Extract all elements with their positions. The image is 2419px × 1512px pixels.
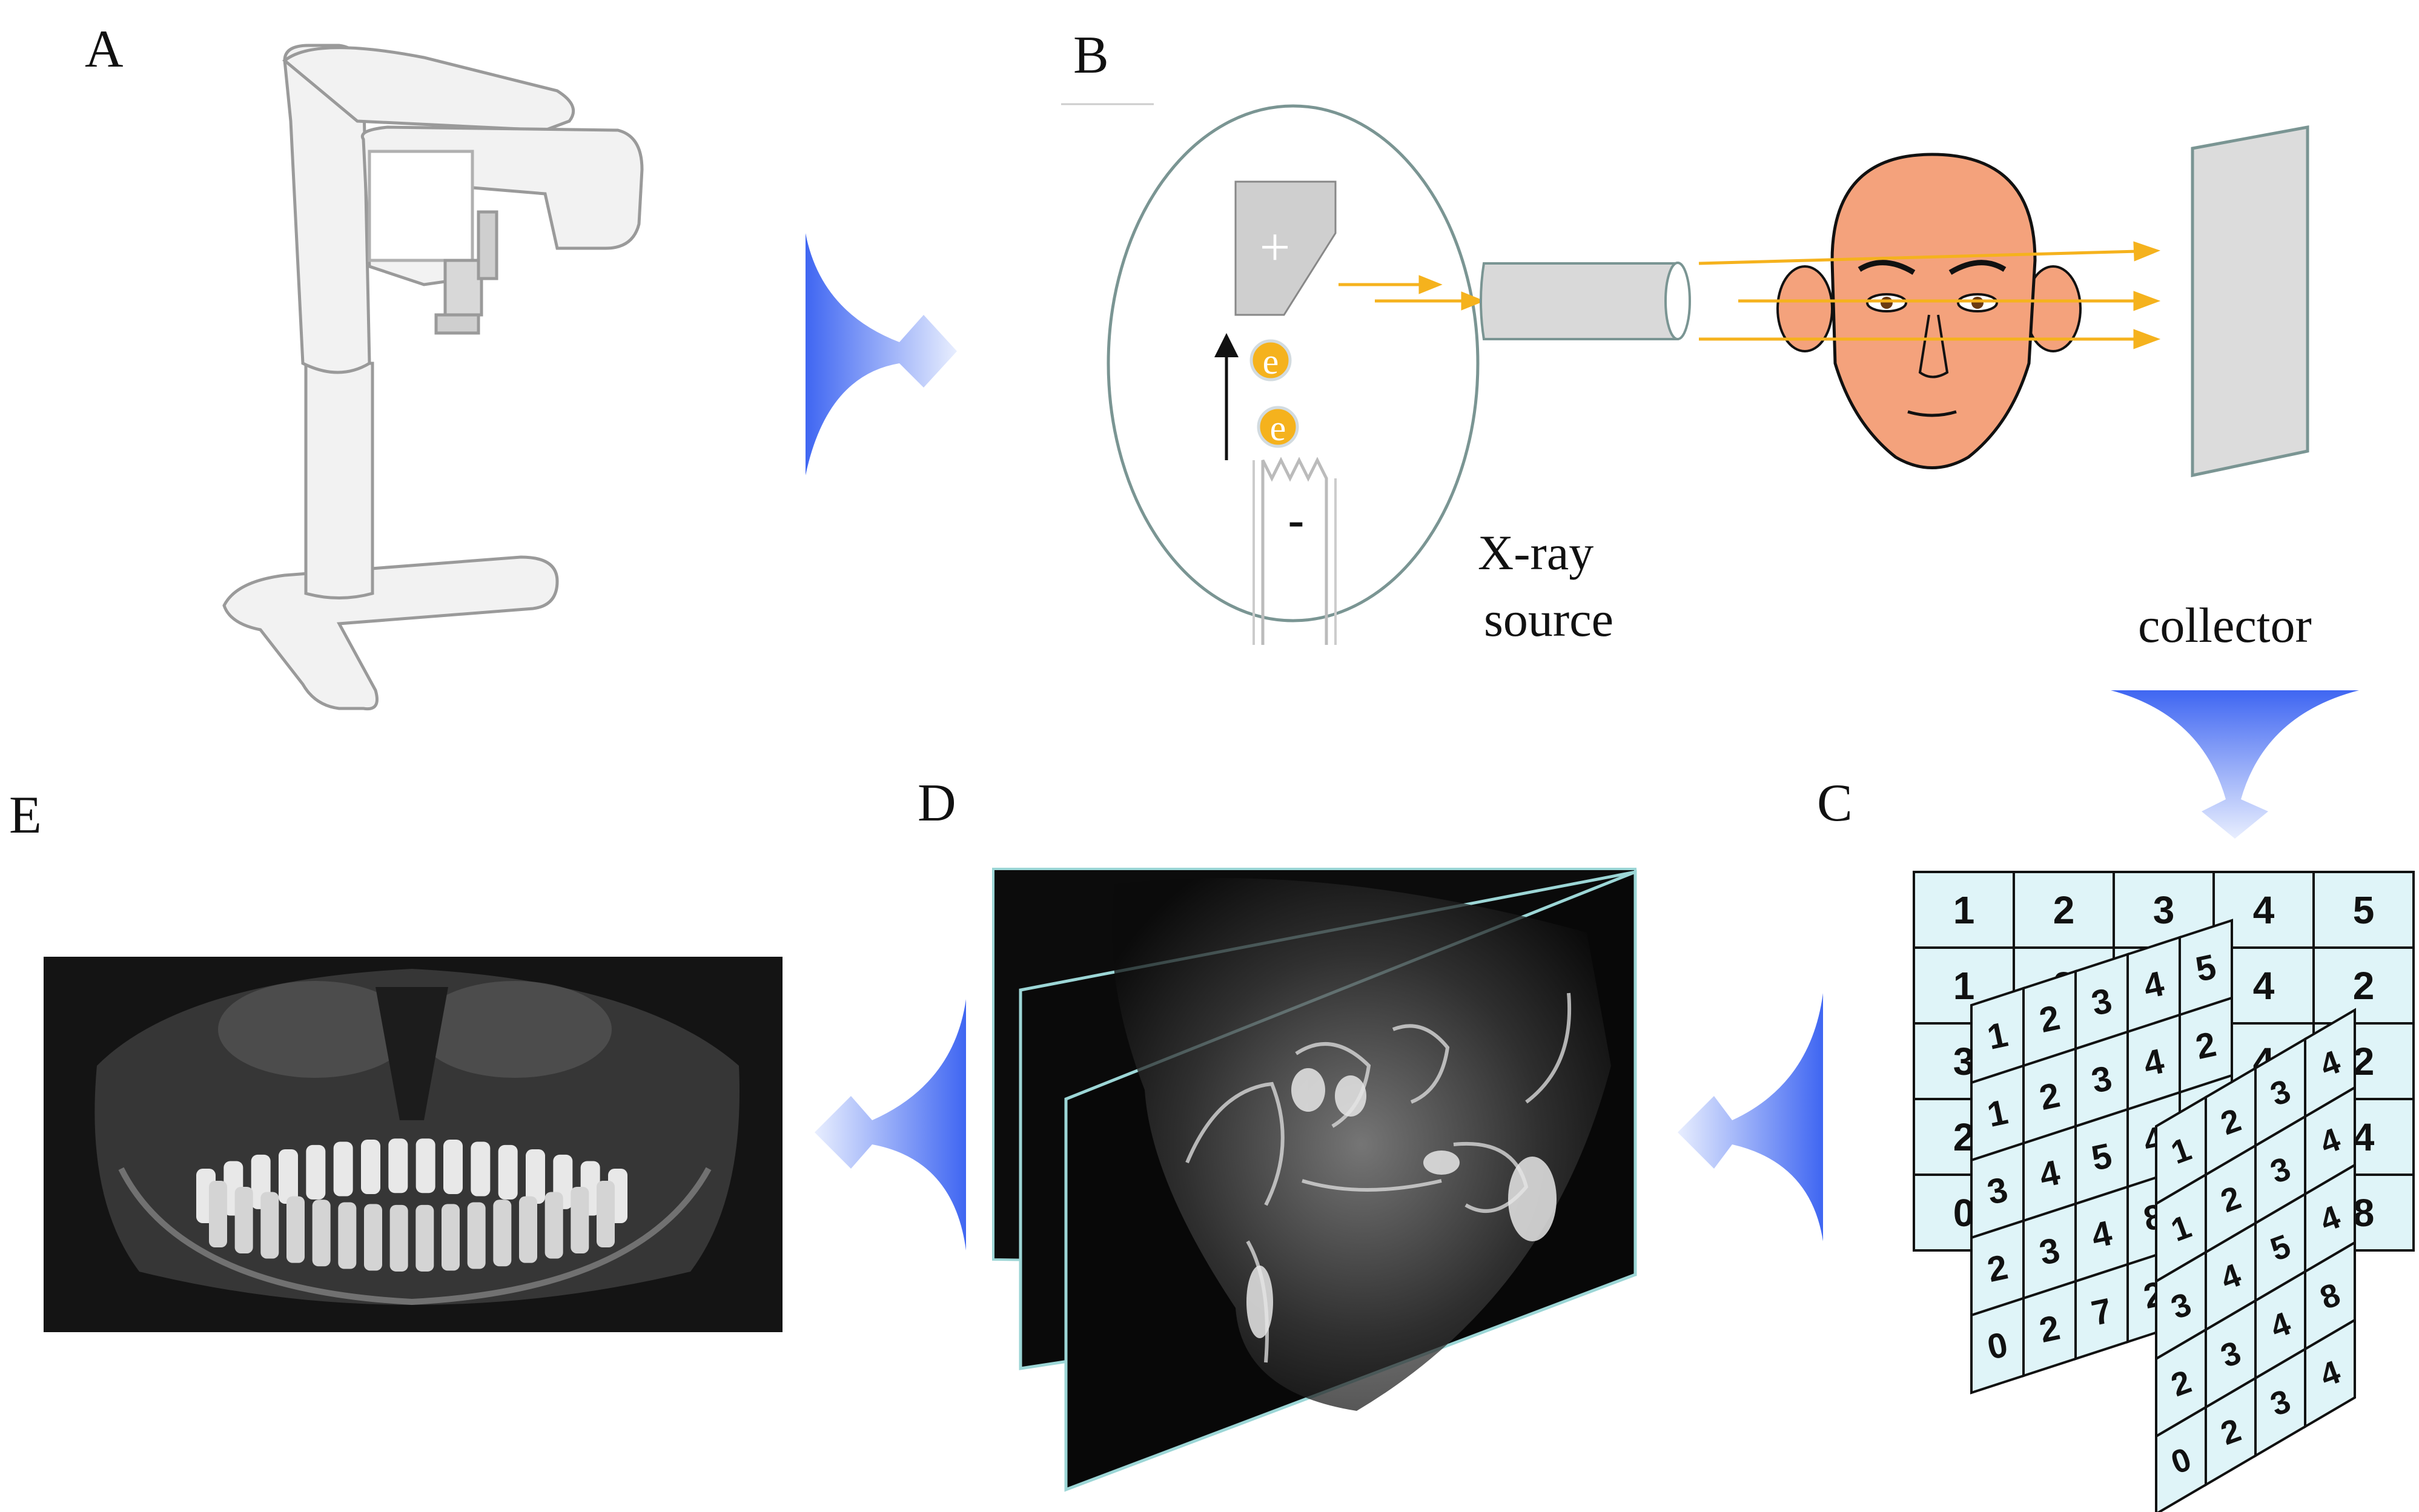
matrix-back-value: 2 xyxy=(2353,964,2375,1008)
upper-tooth xyxy=(333,1141,353,1197)
lower-tooth xyxy=(364,1204,382,1271)
matrix-back-value: 1 xyxy=(1953,888,1975,932)
anode xyxy=(1234,180,1337,316)
anode-sign: + xyxy=(1260,217,1291,277)
lower-tooth xyxy=(415,1204,434,1272)
upper-tooth xyxy=(498,1144,518,1200)
matrix-back-value: 5 xyxy=(2353,888,2375,932)
arrow-left-c-to-d xyxy=(1678,993,1823,1241)
arrow-left-d-to-e xyxy=(815,999,966,1250)
lower-tooth xyxy=(571,1186,589,1253)
upper-tooth xyxy=(471,1141,491,1197)
lower-tooth xyxy=(234,1186,253,1253)
matrix-back-value: 3 xyxy=(2153,888,2175,932)
arrow-down-b-to-c xyxy=(2111,690,2359,839)
panel-e-label: E xyxy=(9,786,42,845)
matrix-back-value: 4 xyxy=(2253,888,2275,932)
upper-tooth xyxy=(443,1140,463,1194)
collector-plate xyxy=(2191,125,2309,478)
upper-tooth xyxy=(306,1144,326,1200)
lower-tooth xyxy=(597,1181,615,1247)
cathode xyxy=(1261,457,1328,645)
lower-tooth xyxy=(389,1204,408,1272)
upper-tooth xyxy=(279,1149,298,1204)
matrix-back-value: 2 xyxy=(2353,1040,2375,1083)
lower-tooth xyxy=(519,1196,537,1263)
panel-d-label: D xyxy=(918,774,956,833)
electron-1 xyxy=(1249,339,1292,381)
matrix-back-value: 4 xyxy=(2353,1115,2375,1159)
panoramic-xray-icon xyxy=(44,957,783,1332)
collimator-icon xyxy=(1480,262,1691,340)
panel-a-label: A xyxy=(85,20,124,79)
xray-tube: + e e - xyxy=(1107,104,1480,645)
xray-beams xyxy=(1698,241,2161,349)
inner-xray-beams xyxy=(1339,275,1485,311)
lower-tooth xyxy=(260,1192,279,1259)
arrow-right-a-to-b xyxy=(806,233,957,475)
lower-tooth xyxy=(442,1204,460,1271)
upper-tooth xyxy=(388,1138,408,1193)
lower-tooth xyxy=(338,1202,357,1269)
lower-tooth xyxy=(544,1192,563,1259)
upper-tooth xyxy=(361,1140,380,1194)
matrix-back-value: 8 xyxy=(2353,1191,2375,1235)
lower-tooth xyxy=(286,1196,305,1263)
lower-tooth xyxy=(209,1181,227,1247)
upper-tooth xyxy=(415,1138,435,1193)
ct-slices-icon xyxy=(992,868,1637,1492)
lower-tooth xyxy=(312,1200,331,1267)
lower-tooth xyxy=(493,1200,512,1267)
collector-label: collector xyxy=(2138,598,2312,653)
matrix-back-value: 4 xyxy=(2253,964,2275,1008)
xray-source-label-line2: source xyxy=(1484,592,1613,647)
scanner-icon xyxy=(222,44,644,711)
lower-tooth xyxy=(467,1202,486,1269)
head-icon xyxy=(1776,153,2082,469)
matrix-front-cell xyxy=(2304,1318,2356,1429)
electron-1-symbol: e xyxy=(1263,342,1279,381)
cathode-sign: - xyxy=(1288,494,1305,547)
panel-c-label: C xyxy=(1817,774,1853,833)
upper-tooth xyxy=(526,1149,545,1204)
panel-b-label: B xyxy=(1073,26,1109,85)
matrix-back-value: 2 xyxy=(2053,888,2075,932)
matrix-back-value: 1 xyxy=(1953,964,1975,1008)
electron-2-symbol: e xyxy=(1270,408,1286,448)
electron-2 xyxy=(1257,406,1299,448)
xray-source-label-line1: X-ray xyxy=(1478,525,1593,580)
